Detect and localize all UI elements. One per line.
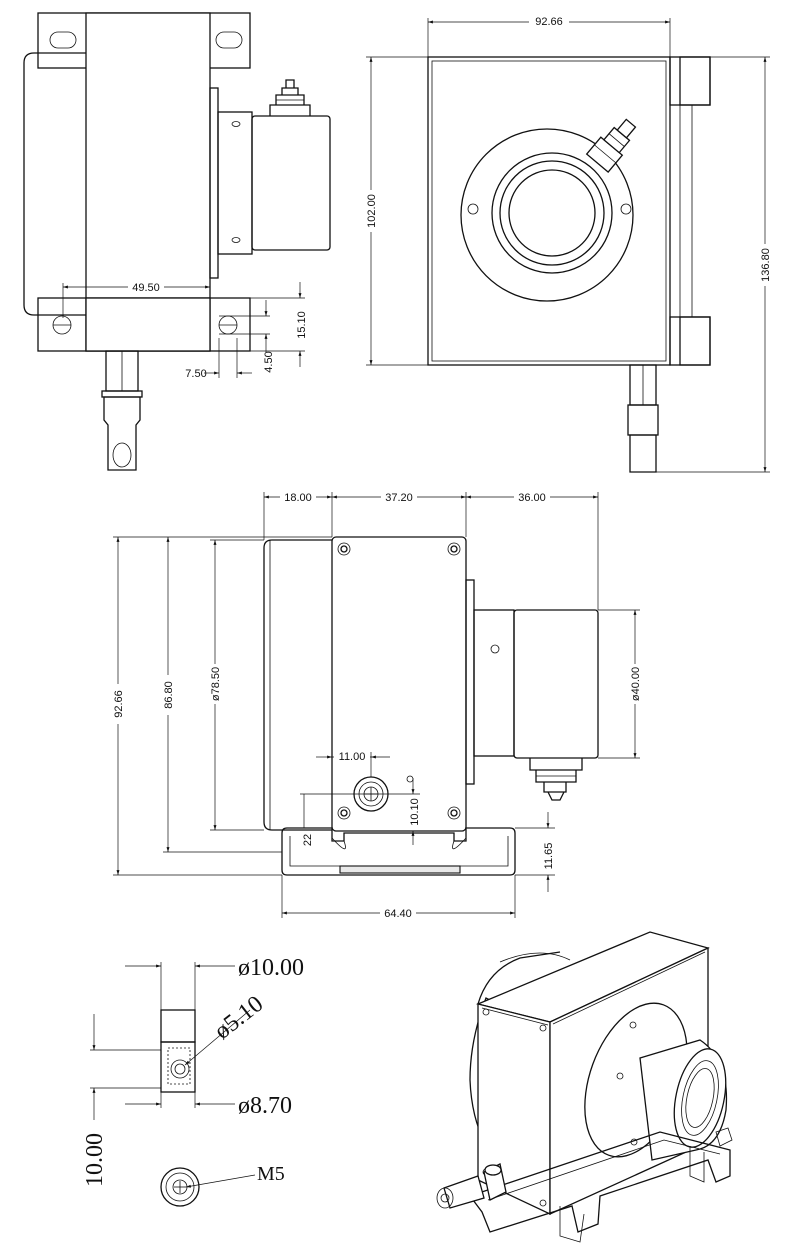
encoder-body [251, 115, 331, 251]
base-bracket [281, 827, 516, 876]
dim-10-10: 10.10 [409, 798, 421, 826]
side-body [331, 536, 467, 832]
dim-7-50: 7.50 [185, 368, 206, 380]
top-right-view: 92.66 102.00 136.80 [364, 15, 772, 473]
drum [263, 539, 332, 831]
encoder-face [508, 169, 596, 257]
dim-10-00-vertical: 10.00 [82, 1133, 108, 1187]
thread-label-m5: M5 [257, 1163, 285, 1185]
cable-lug [103, 396, 141, 471]
m5-hole-end-view [160, 1167, 200, 1207]
dim-136-80: 136.80 [760, 248, 772, 282]
top-left-view: 49.50 15.10 4.50 7.50 [23, 12, 331, 471]
dim-37-20: 37.20 [385, 492, 413, 504]
lug-detail-view: ø10.00 ø5.10 ø8.70 10.00 M5 [82, 955, 304, 1207]
lug-head [160, 1009, 196, 1043]
side-view: 18.00 37.20 36.00 92.66 86.80 ø78.50 ø40… [111, 490, 642, 920]
dim-11-65: 11.65 [543, 843, 555, 870]
dim-36-00: 36.00 [518, 492, 546, 504]
connector [269, 79, 311, 116]
dim-dia-8-70: ø8.70 [238, 1093, 292, 1119]
dim-11-00: 11.00 [339, 751, 366, 763]
dim-15-10: 15.10 [296, 311, 308, 339]
dim-dia-5-10: ø5.10 [210, 991, 269, 1045]
dim-86-80: 86.80 [163, 681, 175, 709]
dim-4-50: 4.50 [263, 351, 275, 372]
dim-dia-40-00: ø40.00 [630, 667, 642, 701]
drum-cover [23, 52, 86, 316]
main-body [85, 12, 211, 352]
front-plate [427, 56, 671, 366]
dim-92-66-side: 92.66 [113, 690, 125, 718]
side-encoder [513, 609, 599, 759]
iso-base-rail [468, 1131, 731, 1233]
dim-dia-78-50: ø78.50 [210, 667, 222, 701]
dim-18-00: 18.00 [284, 492, 312, 504]
isometric-view [436, 931, 733, 1243]
dim-102-00: 102.00 [366, 194, 378, 228]
encoder-flange [460, 128, 634, 302]
dim-dia-10-00: ø10.00 [238, 955, 304, 981]
dim-92-66-top: 92.66 [535, 16, 563, 28]
dim-64-40: 64.40 [384, 908, 412, 920]
dim-22: 22 [302, 834, 314, 846]
lug-body [160, 1041, 196, 1093]
dim-49-50: 49.50 [132, 282, 160, 294]
